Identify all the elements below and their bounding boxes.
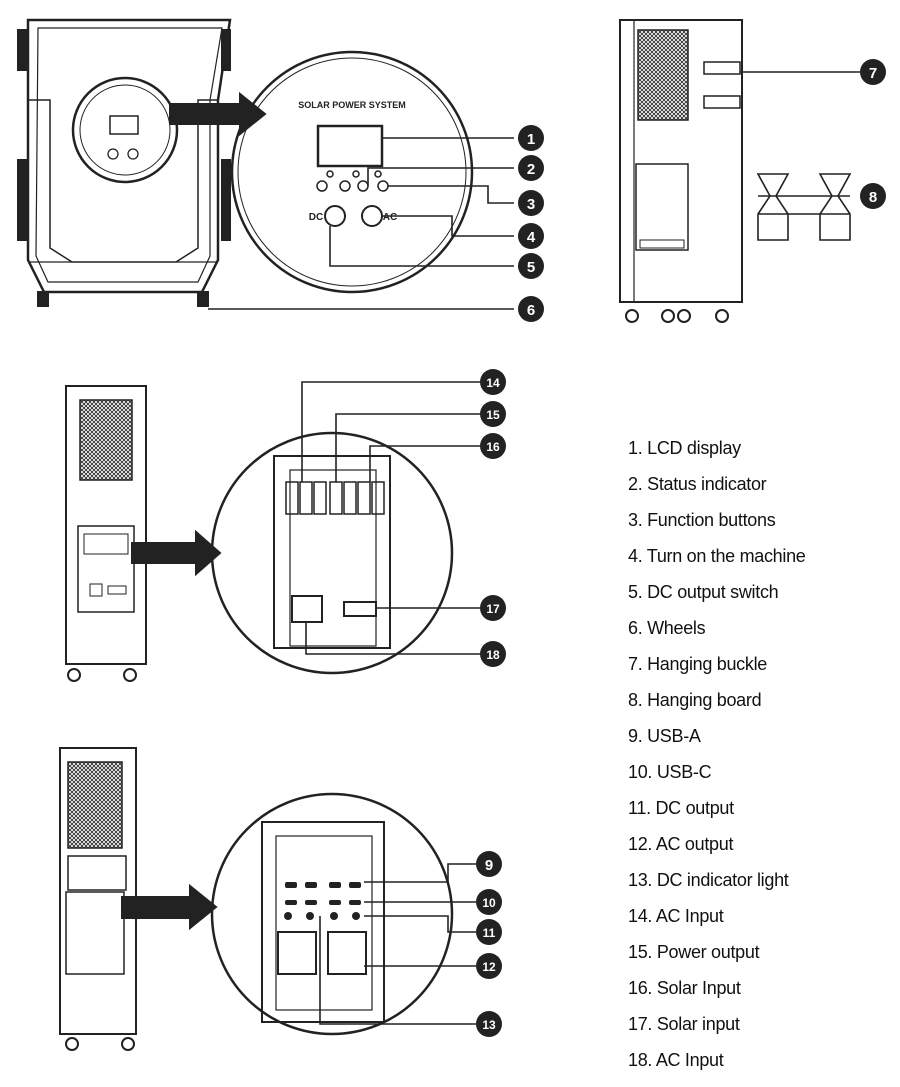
svg-text:7: 7 (869, 65, 877, 82)
callout-17: 17 (480, 595, 506, 621)
svg-text:6: 6 (527, 302, 535, 319)
panel-title: SOLAR POWER SYSTEM (298, 100, 406, 110)
ac-outlet-2 (327, 931, 367, 975)
svg-text:2: 2 (527, 161, 535, 178)
svg-text:10: 10 (482, 896, 496, 910)
legend-item: 10. USB-C (628, 762, 712, 782)
svg-text:9: 9 (485, 857, 493, 874)
solar-input-port (343, 601, 377, 617)
legend-item: 16. Solar Input (628, 978, 741, 998)
callout-12: 12 (476, 953, 502, 979)
callout-10: 10 (476, 889, 502, 915)
callout-7: 7 (860, 59, 886, 85)
callout-5: 5 (518, 253, 544, 279)
rear-panel-zoom (210, 431, 454, 675)
legend-item: 14. AC Input (628, 906, 724, 926)
callout-16: 16 (480, 433, 506, 459)
svg-text:8: 8 (869, 189, 877, 206)
svg-text:15: 15 (486, 408, 500, 422)
legend-item: 13. DC indicator light (628, 870, 789, 890)
lcd-display (316, 124, 384, 168)
legend-item: 5. DC output switch (628, 582, 779, 602)
callout-13: 13 (476, 1011, 502, 1037)
legend-item: 15. Power output (628, 942, 760, 962)
ac-outlet-1 (277, 931, 317, 975)
svg-text:14: 14 (486, 376, 500, 390)
legend-item: 7. Hanging buckle (628, 654, 767, 674)
ac-input-socket (291, 595, 323, 623)
svg-text:1: 1 (527, 131, 535, 148)
callout-2: 2 (518, 155, 544, 181)
svg-text:4: 4 (527, 229, 536, 246)
callout-11: 11 (476, 919, 502, 945)
control-panel-zoom (230, 50, 474, 294)
side-view-unit (619, 19, 743, 323)
svg-text:12: 12 (482, 960, 496, 974)
svg-text:13: 13 (482, 1018, 496, 1032)
callout-15: 15 (480, 401, 506, 427)
front-open-unit (59, 747, 137, 1051)
legend-item: 4. Turn on the machine (628, 546, 806, 566)
callout-9: 9 (476, 851, 502, 877)
arrow-to-rear-panel (131, 529, 222, 577)
callout-6: 6 (518, 296, 544, 322)
ac-switch (361, 205, 383, 227)
svg-text:3: 3 (527, 196, 535, 213)
ac-label: AC (383, 212, 397, 223)
arrow-to-front-panel (121, 883, 218, 931)
callout-1: 1 (518, 125, 544, 151)
svg-text:16: 16 (486, 440, 500, 454)
svg-text:18: 18 (486, 648, 500, 662)
legend-item: 11. DC output (628, 798, 734, 818)
legend-item: 12. AC output (628, 834, 734, 854)
callout-18: 18 (480, 641, 506, 667)
legend-item: 6. Wheels (628, 618, 706, 638)
callout-4: 4 (518, 223, 544, 249)
callout-14: 14 (480, 369, 506, 395)
hanging-board (756, 173, 852, 241)
svg-text:17: 17 (486, 602, 500, 616)
legend-item: 18. AC Input (628, 1050, 724, 1070)
callout-3: 3 (518, 190, 544, 216)
dc-switch (324, 205, 346, 227)
legend-item: 8. Hanging board (628, 690, 762, 710)
rear-view-unit (65, 385, 147, 682)
svg-text:5: 5 (527, 259, 535, 276)
legend-item: 1. LCD display (628, 438, 741, 458)
parts-legend: 1. LCD display 2. Status indicator 3. Fu… (628, 434, 806, 1082)
svg-text:11: 11 (483, 926, 496, 940)
front-panel-zoom (210, 792, 454, 1036)
front-view-unit (17, 18, 232, 307)
legend-item: 2. Status indicator (628, 474, 767, 494)
callout-8: 8 (860, 183, 886, 209)
legend-item: 3. Function buttons (628, 510, 776, 530)
dc-label: DC (309, 212, 323, 223)
legend-item: 9. USB-A (628, 726, 701, 746)
legend-item: 17. Solar input (628, 1014, 740, 1034)
